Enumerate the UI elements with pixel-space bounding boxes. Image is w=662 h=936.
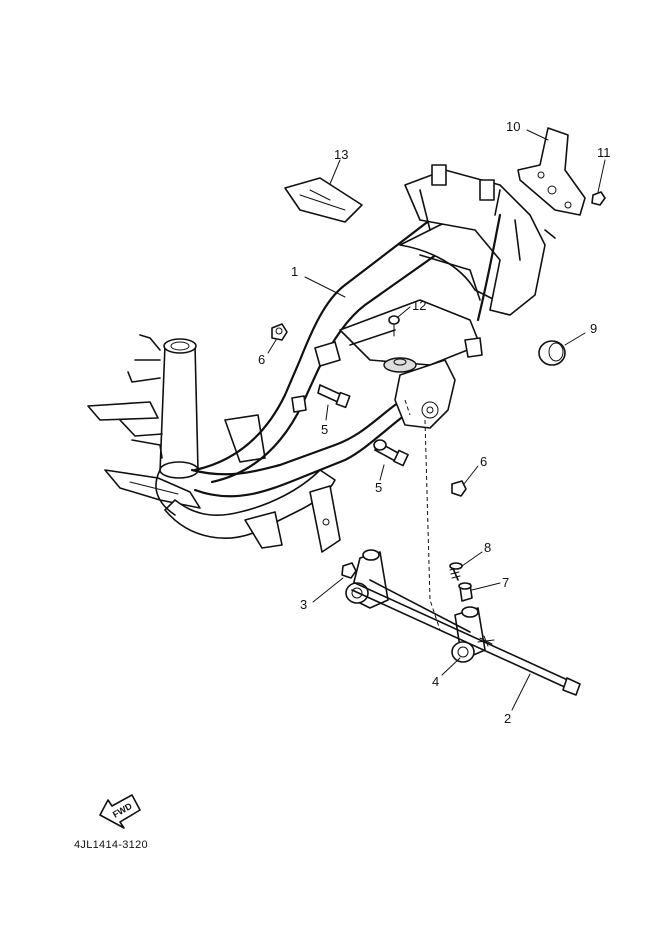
part-3-nut — [341, 562, 357, 579]
part-6-nut-upper — [271, 323, 288, 341]
callout-5-upper: 5 — [321, 422, 328, 437]
part-13-cover — [284, 177, 363, 223]
callout-6-upper: 6 — [258, 352, 265, 367]
callout-5-lower: 5 — [375, 480, 382, 495]
callout-9: 9 — [590, 321, 597, 336]
part-6-nut-lower — [451, 480, 467, 497]
callout-3: 3 — [300, 597, 307, 612]
part-pivot-bracket — [345, 419, 486, 663]
callout-10: 10 — [506, 119, 520, 134]
callout-7: 7 — [502, 575, 509, 590]
leader-lines — [267, 129, 606, 711]
callout-1: 1 — [291, 264, 298, 279]
frame-body — [87, 164, 556, 553]
callout-8: 8 — [484, 540, 491, 555]
part-12-grommet — [388, 315, 400, 337]
callout-2: 2 — [504, 711, 511, 726]
callout-11: 11 — [597, 145, 611, 160]
part-5-bolt-lower — [373, 439, 409, 467]
part-8-bolt — [449, 562, 463, 581]
fwd-arrow-icon: FWD — [99, 794, 141, 829]
part-7-collar — [458, 582, 473, 602]
part-9-cap — [538, 340, 566, 366]
callout-6-lower: 6 — [480, 454, 487, 469]
diagram-code: 4JL1414-3120 — [74, 839, 148, 851]
part-10-bracket — [517, 127, 586, 216]
part-11-nut — [591, 191, 606, 206]
callout-4: 4 — [432, 674, 439, 689]
callout-13: 13 — [334, 147, 348, 162]
callout-12: 12 — [412, 298, 426, 313]
part-5-bolt-upper — [317, 384, 351, 409]
part-2-shaft — [351, 582, 581, 696]
